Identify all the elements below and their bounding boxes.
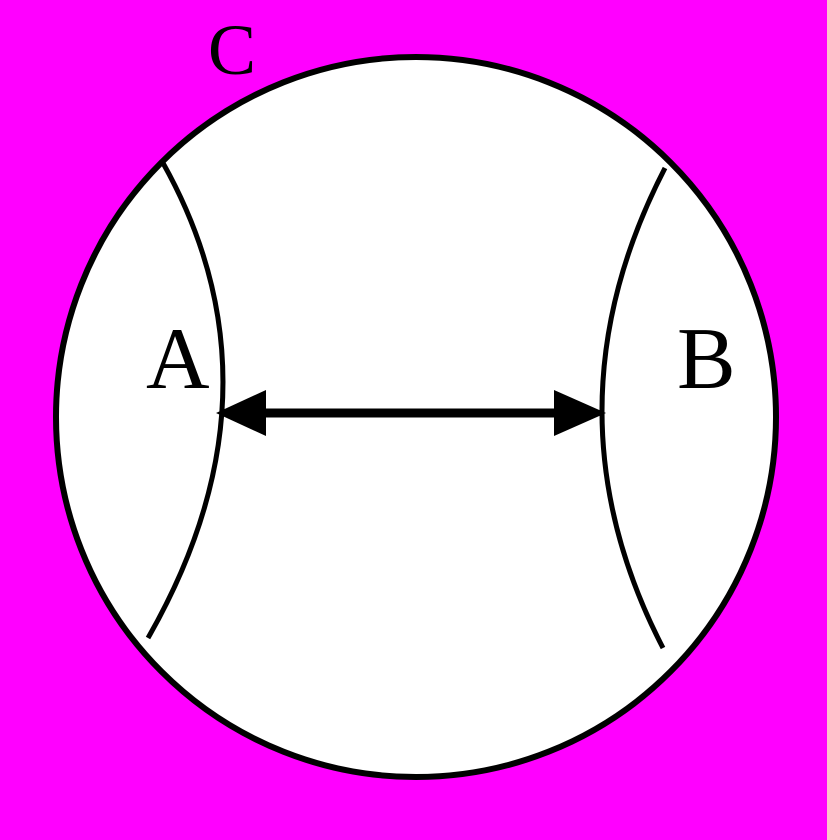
- boundary-arc-b: [599, 166, 668, 650]
- arrowhead-right: [554, 390, 606, 436]
- arrowhead-left: [216, 390, 266, 436]
- label-b: B: [677, 311, 736, 408]
- label-a: A: [146, 311, 210, 408]
- boundary-arc-a: [145, 161, 226, 640]
- label-c: C: [208, 10, 257, 90]
